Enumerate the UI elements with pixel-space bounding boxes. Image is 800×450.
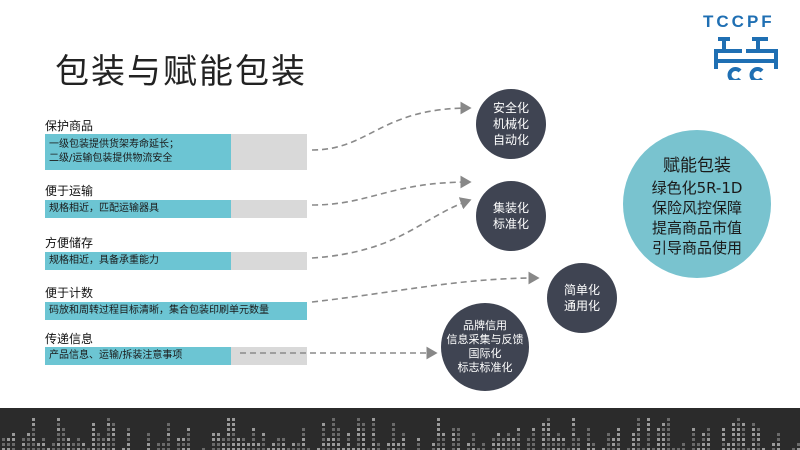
- section-line: 码放和周转过程目标清晰，集合包装印刷单元数量: [49, 305, 269, 316]
- empower-heading: 赋能包装: [663, 155, 731, 176]
- circle-line: 国际化: [468, 347, 502, 360]
- section-line: 规格相近，具备承重能力: [49, 255, 159, 266]
- circle-container: 集装化 标准化: [476, 181, 546, 251]
- section-bar: 规格相近，具备承重能力: [45, 252, 231, 270]
- arrow-count: [311, 271, 540, 303]
- section-title: 传递信息: [45, 332, 94, 346]
- arrow-transport: [311, 175, 472, 206]
- circle-line: 标准化: [492, 217, 529, 231]
- empower-line: 绿色化5R-1D: [651, 178, 743, 197]
- circle-line: 通用化: [563, 299, 600, 313]
- section-bar: 规格相近，匹配运输器具: [45, 200, 231, 218]
- circle-line: 集装化: [492, 201, 529, 215]
- section-bar: 一级包装提供货架寿命延长； 二级/运输包装提供物流安全: [45, 134, 231, 170]
- circle-simple: 简单化 通用化: [547, 263, 617, 333]
- section-title: 方便储存: [45, 236, 94, 250]
- logo-truck-icon: [714, 37, 778, 80]
- section-line: 规格相近，匹配运输器具: [49, 203, 159, 214]
- empower-circle: 赋能包装 绿色化5R-1D 保险风控保障 提高商品市值 引导商品使用: [623, 130, 771, 278]
- page-title: 包装与赋能包装: [55, 52, 307, 92]
- arrow-protect: [311, 101, 472, 151]
- empower-line: 保险风控保障: [651, 198, 742, 217]
- arrow-storage: [311, 197, 472, 259]
- section-bar: 码放和周转过程目标清晰，集合包装印刷单元数量: [45, 302, 307, 320]
- circle-line: 品牌信用: [463, 319, 507, 332]
- section-title: 便于计数: [45, 286, 94, 300]
- section-bar: 产品信息、运输/拆装注意事项: [45, 347, 231, 365]
- section-title: 便于运输: [45, 184, 94, 198]
- decorative-footer: [0, 408, 800, 450]
- circle-line: 机械化: [492, 117, 529, 131]
- logo-text: TCCPF: [703, 12, 775, 31]
- section-line: 产品信息、运输/拆装注意事项: [49, 350, 183, 361]
- empower-line: 引导商品使用: [651, 238, 742, 257]
- section-line: 二级/运输包装提供物流安全: [49, 153, 173, 164]
- circle-brand: 品牌信用 信息采集与反馈 国际化 标志标准化: [441, 303, 529, 391]
- section-title: 保护商品: [45, 119, 94, 133]
- circle-line: 自动化: [492, 133, 529, 147]
- circle-line: 简单化: [563, 283, 600, 297]
- circle-safety: 安全化 机械化 自动化: [476, 89, 546, 159]
- circle-line: 信息采集与反馈: [446, 333, 524, 346]
- circle-line: 安全化: [492, 101, 529, 115]
- circle-line: 标志标准化: [457, 361, 513, 374]
- empower-line: 提高商品市值: [651, 218, 742, 237]
- section-line: 一级包装提供货架寿命延长；: [49, 139, 179, 150]
